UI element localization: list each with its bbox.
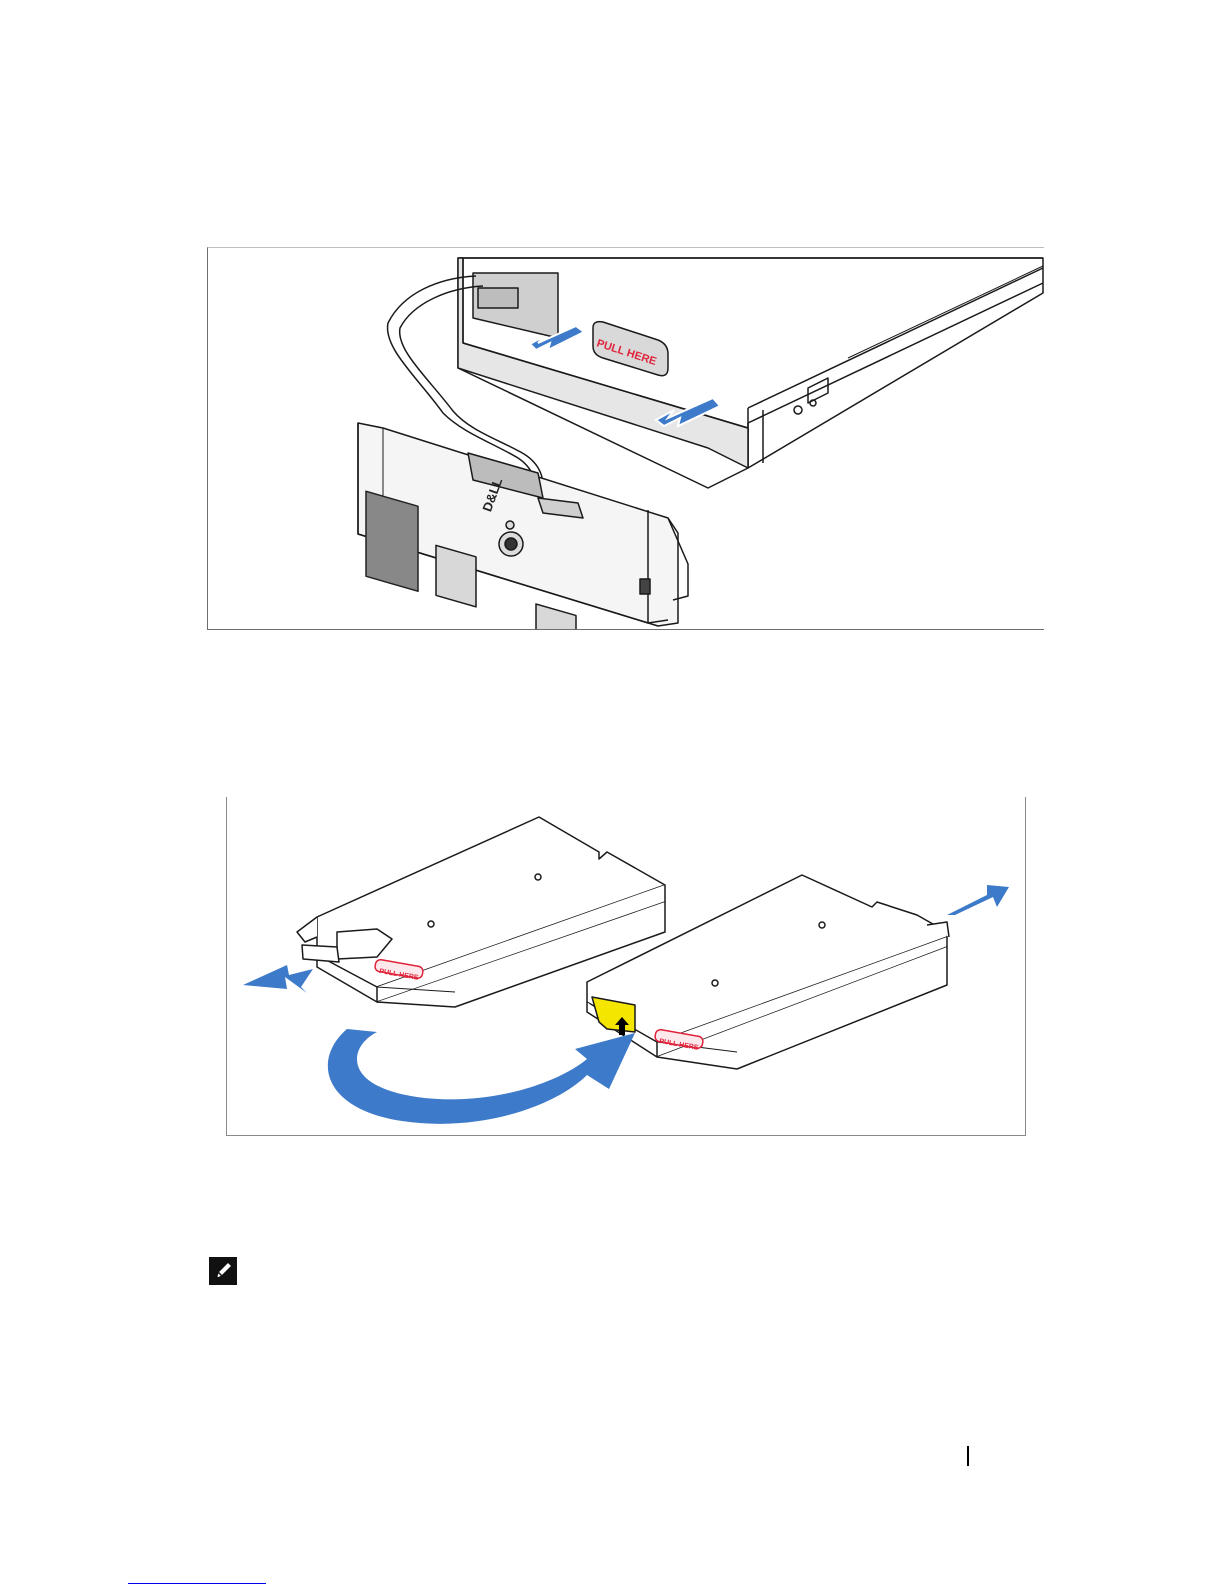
figure-bezel-removal: PULL HERE D&LL	[207, 247, 1044, 630]
footer-link-underline[interactable]	[128, 1583, 266, 1584]
figure-module-swap: PULL HERE PULL HERE	[226, 797, 1026, 1136]
bezel-removal-illustration: PULL HERE D&LL	[208, 248, 1044, 629]
note-pencil-icon	[209, 1257, 237, 1285]
page-number-divider	[967, 1446, 969, 1466]
module-swap-illustration: PULL HERE PULL HERE	[227, 797, 1025, 1135]
